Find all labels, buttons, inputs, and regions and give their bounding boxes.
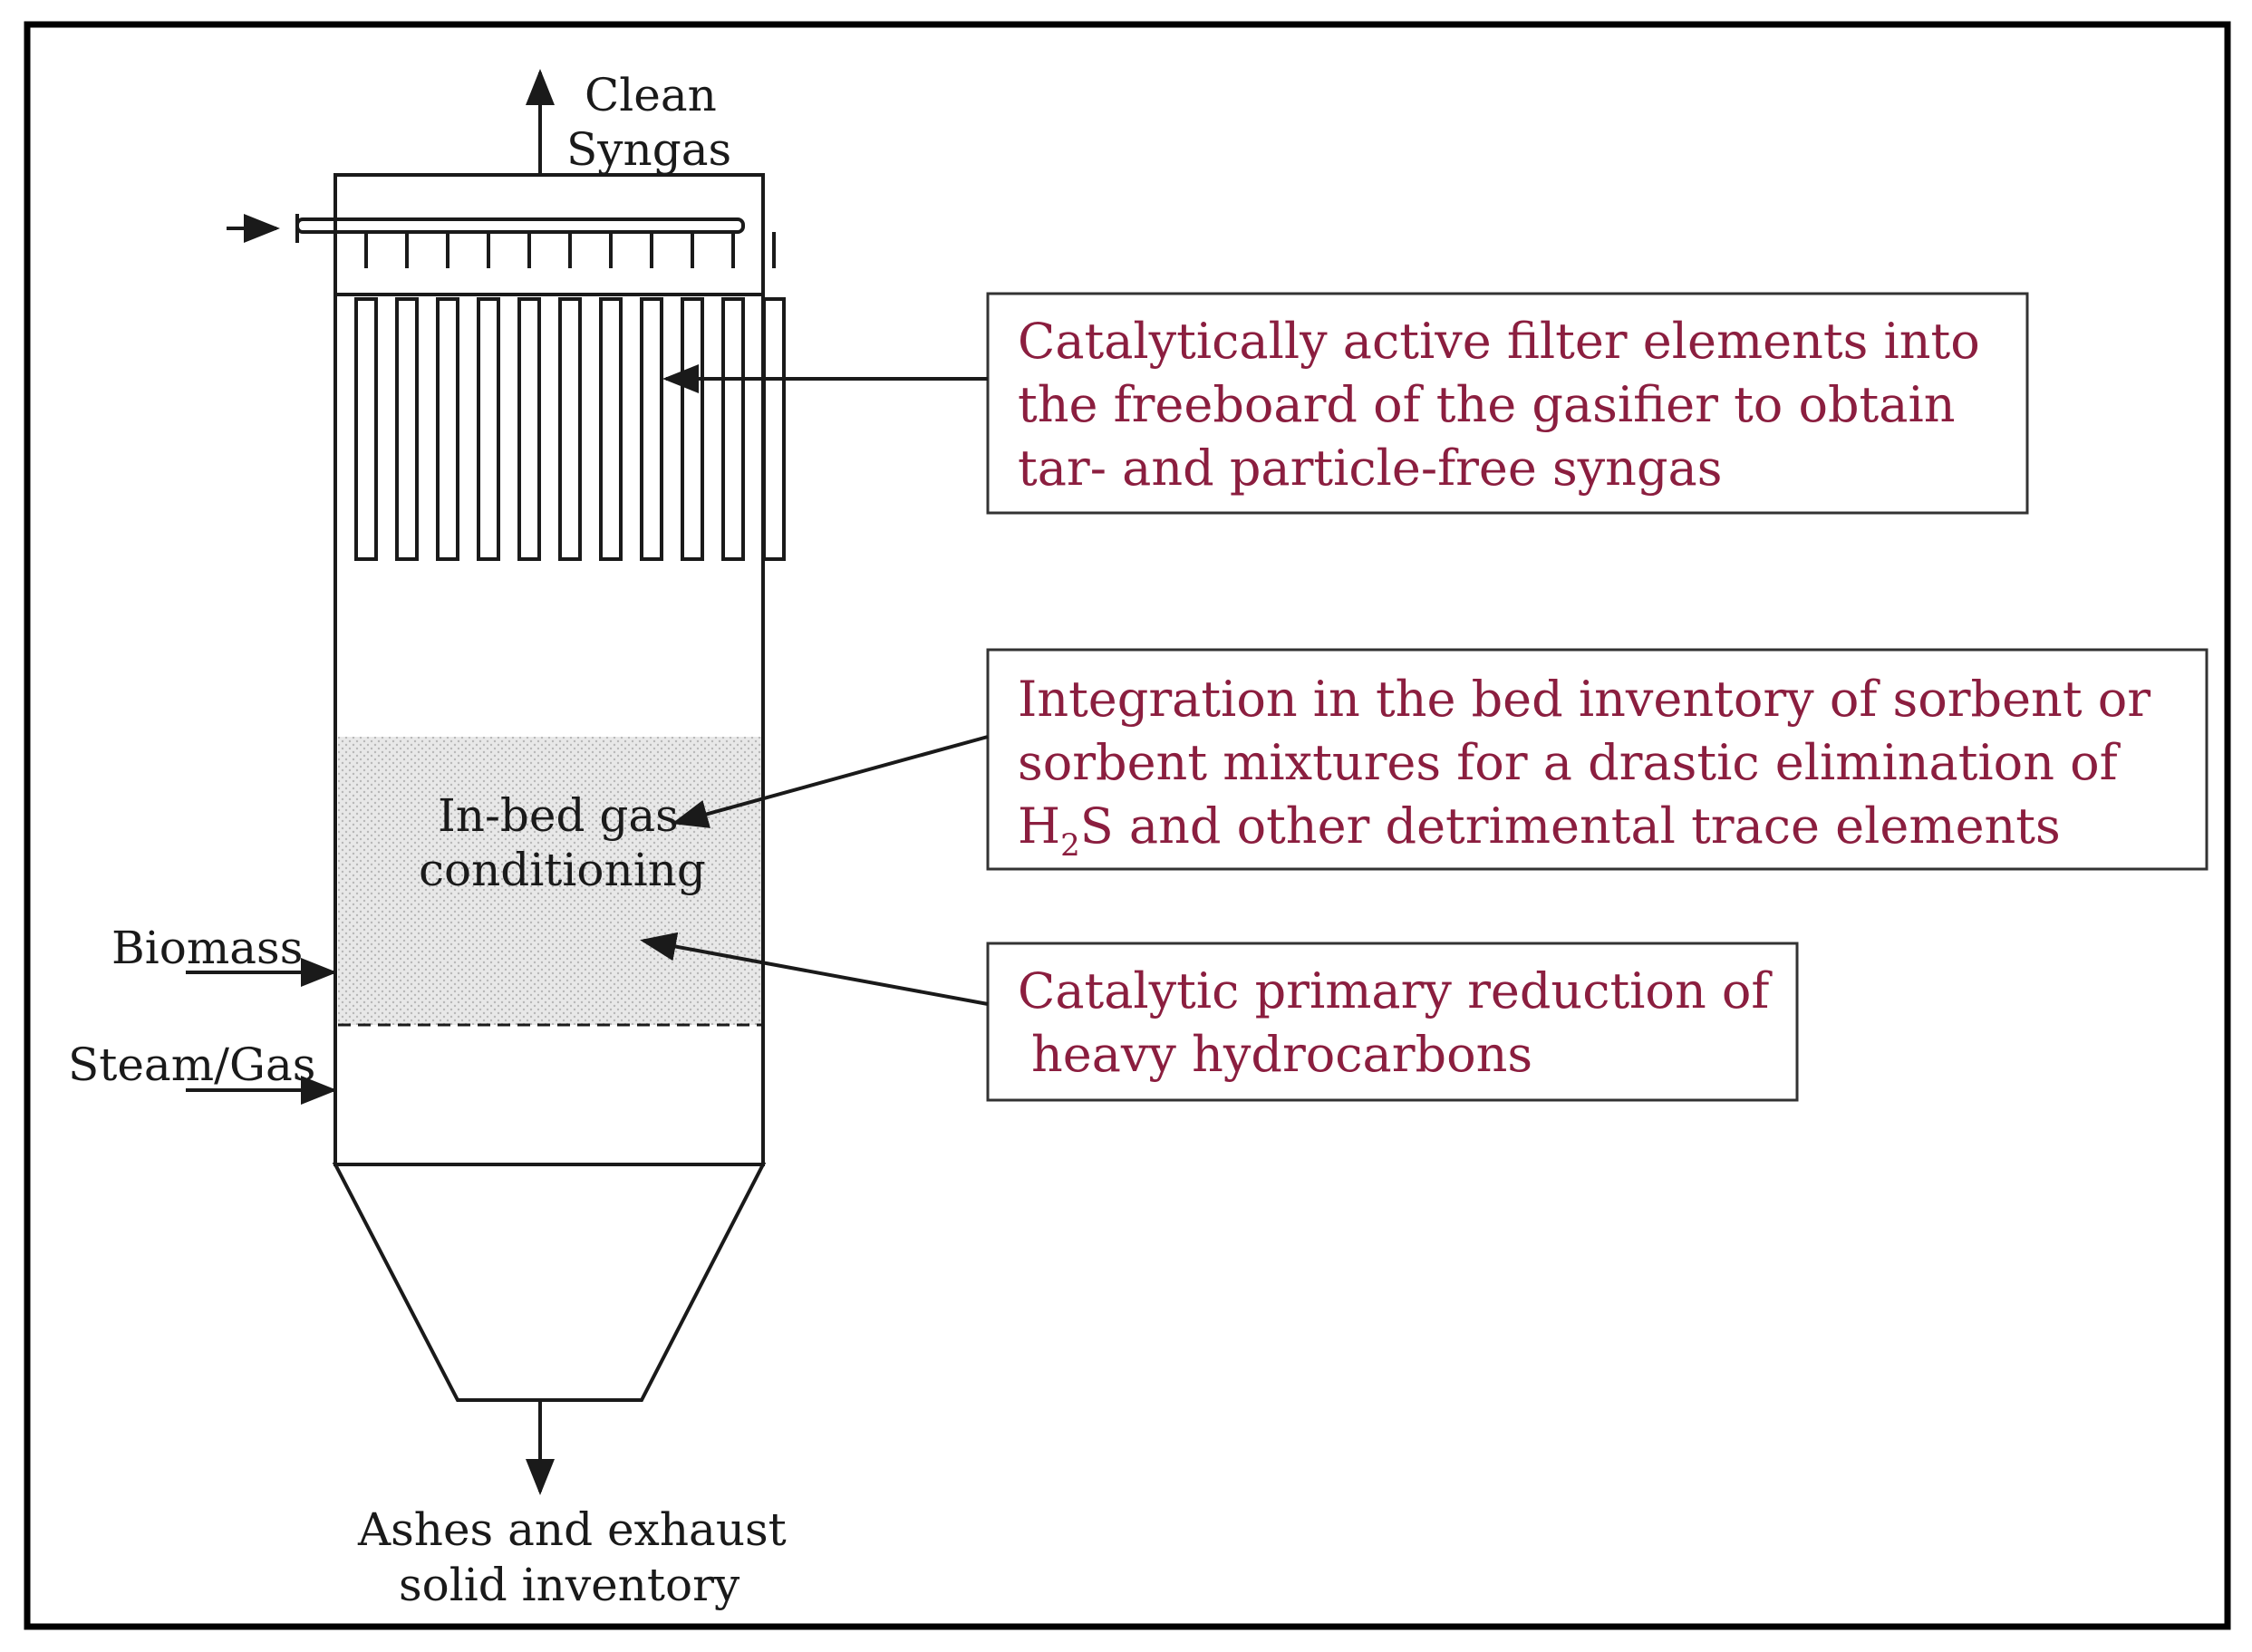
sorbent-pointer-arrow [672, 735, 989, 828]
biomass-label: Biomass [111, 922, 303, 974]
filter-candle [762, 297, 786, 561]
filter-candle [640, 297, 663, 561]
catalytic-annotation-line-1: Catalytic primary reduction of [1018, 962, 1773, 1019]
filter-annotation-line-3: tar- and particle-free syngas [1018, 440, 1722, 497]
filter-candles [354, 297, 786, 561]
ashes-label-1: Ashes and exhaust [357, 1503, 787, 1556]
catalytic-pointer-arrow [640, 932, 989, 1006]
ashes-label-2: solid inventory [399, 1559, 740, 1611]
filter-candle [395, 297, 419, 561]
sorbent-annotation-box [986, 648, 2209, 871]
steam-gas-label: Steam/Gas [68, 1039, 315, 1091]
sorbent-annotation-line-3: H2S and other detrimental trace elements [1018, 797, 2061, 864]
vessel-cone [332, 1163, 767, 1402]
bed-region [338, 737, 762, 1025]
filter-candle [558, 297, 582, 561]
filter-candle [477, 297, 500, 561]
sorbent-annotation-line-1: Integration in the bed inventory of sorb… [1018, 671, 2151, 728]
inbed-label-1: In-bed gas [438, 789, 679, 842]
top-feed-pipe [295, 214, 776, 268]
filter-annotation-line-2: the freeboard of the gasifier to obtain [1018, 376, 1956, 433]
catalytic-annotation-line-2: heavy hydrocarbons [1031, 1026, 1532, 1083]
clean-syngas-label-2: Syngas [566, 123, 731, 176]
filter-candle [599, 297, 623, 561]
filter-annotation-box [986, 292, 2029, 515]
filter-candle [681, 297, 704, 561]
figure-frame [24, 21, 2231, 1630]
filter-candle [436, 297, 459, 561]
filter-annotation-line-1: Catalytically active filter elements int… [1018, 313, 1980, 370]
catalytic-annotation-box [986, 942, 1799, 1102]
clean-syngas-label-1: Clean [585, 69, 717, 121]
inbed-label-2: conditioning [419, 844, 706, 896]
filter-candle [721, 297, 745, 561]
filter-candle [517, 297, 541, 561]
sorbent-annotation-line-2: sorbent mixtures for a drastic eliminati… [1018, 734, 2122, 791]
filter-candle [354, 297, 378, 561]
gasifier-vessel [332, 173, 767, 1402]
